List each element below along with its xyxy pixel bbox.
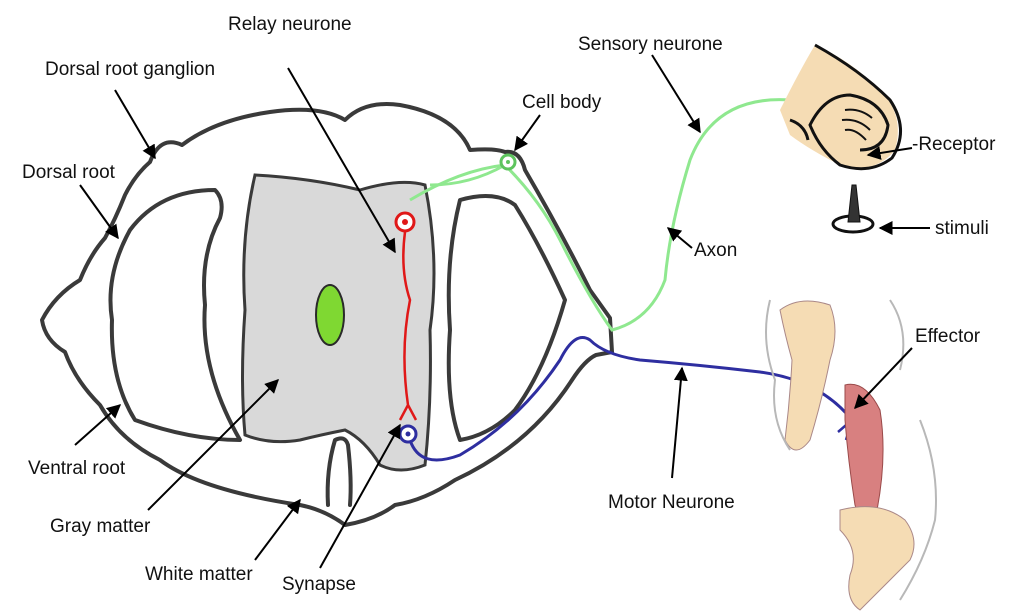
arrow-cell-body [515, 115, 540, 150]
arrow-dorsal-root-ganglion [115, 90, 155, 158]
label-cell-body: Cell body [522, 92, 602, 113]
left-white-matter-boundary [110, 190, 240, 440]
label-receptor: -Receptor [912, 134, 996, 155]
arrow-effector [855, 348, 912, 408]
arrow-white-matter [255, 500, 300, 560]
central-canal [316, 285, 344, 345]
label-axon: Axon [694, 240, 737, 261]
label-motor-neurone: Motor Neurone [608, 492, 735, 513]
label-ventral-root: Ventral root [28, 458, 126, 479]
sensory-cell-nucleus [506, 160, 510, 164]
stimulus-pin [833, 185, 873, 232]
spinal-cord [42, 104, 612, 525]
receptor-finger [780, 45, 901, 169]
label-synapse: Synapse [282, 574, 356, 595]
upper-arm-bone [780, 301, 835, 450]
sensory-neurone-path [410, 100, 850, 330]
effector-arm [766, 300, 936, 610]
motor-cell-nucleus [406, 432, 411, 437]
label-effector: Effector [915, 326, 981, 347]
label-gray-matter: Gray matter [50, 516, 151, 537]
arrow-motor-neurone [672, 368, 682, 478]
arrow-gray-matter [148, 380, 278, 510]
label-white-matter: White matter [145, 564, 253, 585]
relay-cell-nucleus [402, 219, 408, 225]
label-sensory-neurone: Sensory neurone [578, 34, 723, 55]
label-dorsal-root-ganglion: Dorsal root ganglion [45, 59, 215, 80]
label-dorsal-root: Dorsal root [22, 162, 116, 183]
muscle [845, 384, 883, 521]
ventral-fissure [328, 438, 351, 505]
right-white-matter-boundary [449, 196, 565, 440]
label-relay-neurone: Relay neurone [228, 14, 352, 35]
finger-skin [780, 45, 898, 168]
arrow-dorsal-root [80, 185, 118, 238]
label-stimuli: stimuli [935, 218, 989, 239]
arrow-sensory-neurone [652, 55, 700, 132]
